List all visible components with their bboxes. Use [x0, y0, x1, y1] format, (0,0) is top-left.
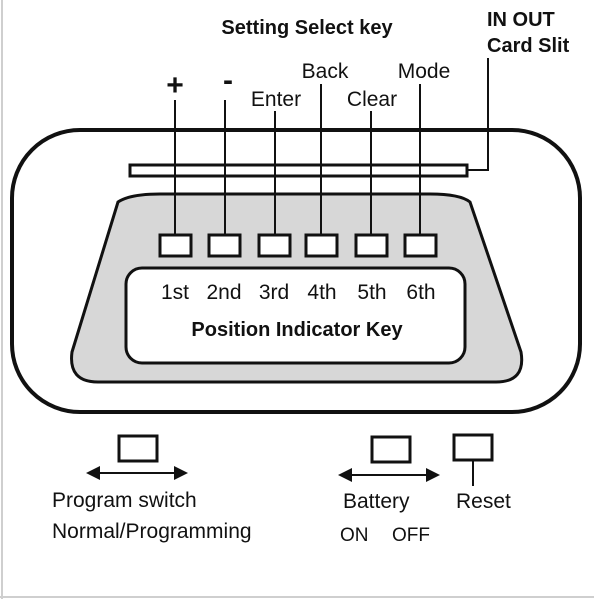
- key-2[interactable]: [207, 233, 242, 258]
- battery-label: Battery: [343, 490, 410, 513]
- key-4[interactable]: [304, 233, 339, 258]
- battery-off-label: OFF: [392, 525, 430, 546]
- reset-label: Reset: [456, 490, 511, 513]
- program-switch-right-arrow-icon: [174, 466, 188, 480]
- key-1[interactable]: [158, 233, 193, 258]
- battery-on-arrow-icon: [338, 468, 352, 482]
- card-slit: [128, 163, 469, 178]
- key-3[interactable]: [257, 233, 292, 258]
- card-slit-leader-line: [467, 58, 489, 171]
- key-6[interactable]: [403, 233, 438, 258]
- program-switch-mode-label: Normal/Programming: [52, 520, 252, 543]
- position-label-3: 3rd: [259, 281, 289, 304]
- program-switch[interactable]: [117, 434, 159, 463]
- setting-key-plus-label: +: [166, 69, 184, 102]
- battery-switch[interactable]: [370, 435, 412, 464]
- setting-key-enter-label: Enter: [251, 88, 301, 111]
- position-label-2: 2nd: [206, 281, 241, 304]
- position-indicator-display: [124, 266, 467, 365]
- position-label-5: 5th: [357, 281, 386, 304]
- position-label-6: 6th: [406, 281, 435, 304]
- reset-button[interactable]: [452, 433, 494, 462]
- setting-key-back-label: Back: [302, 60, 349, 83]
- setting-key-clear-label: Clear: [347, 88, 397, 111]
- position-label-1: 1st: [161, 281, 189, 304]
- position-label-4: 4th: [307, 281, 336, 304]
- setting-key-minus-label: -: [223, 64, 233, 97]
- card-slit-label-line1: IN OUT: [487, 9, 555, 31]
- position-indicator-label: Position Indicator Key: [191, 319, 403, 341]
- key-5[interactable]: [354, 233, 389, 258]
- setting-key-mode-label: Mode: [398, 60, 451, 83]
- setting-select-key-title: Setting Select key: [221, 17, 393, 39]
- battery-off-arrow-icon: [426, 468, 440, 482]
- card-slit-label-line2: Card Slit: [487, 35, 570, 57]
- program-switch-label: Program switch: [52, 489, 197, 512]
- program-switch-left-arrow-icon: [86, 466, 100, 480]
- battery-on-label: ON: [340, 525, 369, 546]
